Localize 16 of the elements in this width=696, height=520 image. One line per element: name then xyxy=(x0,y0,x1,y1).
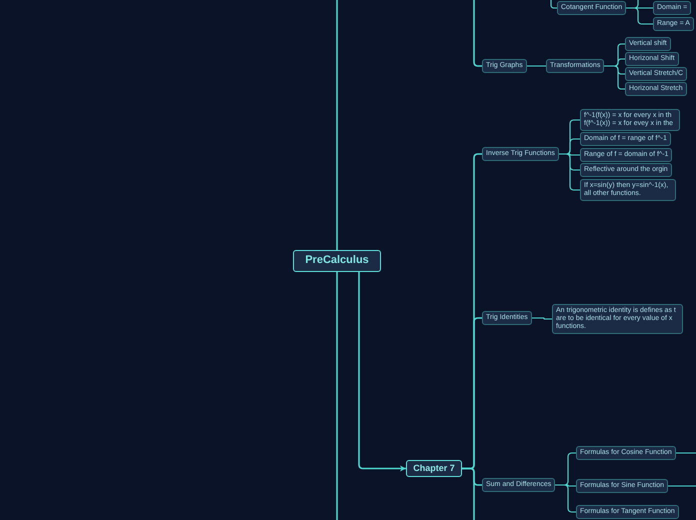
main-topic-box: Chapter 7 xyxy=(406,460,462,477)
connector xyxy=(668,485,696,487)
connector xyxy=(550,0,557,9)
connector xyxy=(626,7,653,25)
connector xyxy=(676,452,696,454)
connector xyxy=(526,65,546,67)
connector xyxy=(555,484,576,513)
connector xyxy=(473,0,482,67)
connector xyxy=(336,0,338,250)
connector xyxy=(462,468,475,520)
central-topic-box: PreCalculus xyxy=(293,250,381,272)
connector xyxy=(558,153,580,191)
connector xyxy=(532,317,552,320)
arrow xyxy=(358,272,406,472)
connector xyxy=(336,272,338,520)
connector xyxy=(604,65,625,90)
